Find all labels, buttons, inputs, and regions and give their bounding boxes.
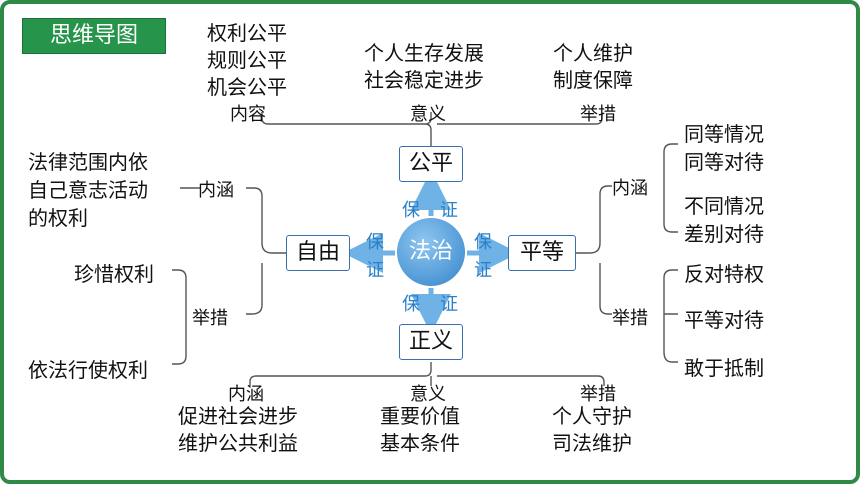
top-neirong-item: 规则公平 — [207, 48, 287, 72]
bottom-jucuo-item: 个人守护 — [552, 404, 632, 428]
right-jucuo-item: 敢于抵制 — [684, 356, 764, 380]
left-brace — [246, 187, 286, 315]
bottom-neihan-label: 内涵 — [228, 384, 264, 405]
top-yiyi-item: 个人生存发展 — [364, 41, 484, 65]
bottom-neihan-item: 促进社会进步 — [178, 404, 298, 428]
bottom-neihan-items: 促进社会进步 维护公共利益 — [178, 403, 298, 457]
bottom-yiyi-items: 重要价值 基本条件 — [380, 403, 460, 457]
top-jucuo-items: 个人维护 制度保障 — [553, 40, 633, 94]
guarantee-label-top-1: 保 — [402, 200, 420, 221]
guarantee-label-left-1: 保 — [366, 232, 384, 253]
left-jucuo-item: 珍惜权利 — [74, 262, 154, 286]
bottom-jucuo-label: 举措 — [580, 384, 616, 405]
right-neihan-item: 不同情况 — [684, 194, 764, 218]
right-neihan-brace — [663, 143, 678, 233]
right-brace — [576, 185, 612, 315]
left-neihan-label: 内涵 — [198, 180, 234, 201]
node-fairness: 公平 — [399, 146, 463, 182]
left-neihan-item: 自己意志活动 — [28, 178, 148, 202]
right-neihan-item: 同等对待 — [684, 150, 764, 174]
guarantee-label-bottom-1: 保 — [402, 294, 420, 315]
left-jucuo-brace — [172, 269, 187, 365]
right-jucuo-brace — [663, 269, 678, 363]
right-neihan-item: 同等情况 — [684, 122, 764, 146]
bottom-jucuo-item: 司法维护 — [552, 431, 632, 455]
right-neihan-group-2: 不同情况 差别对待 — [684, 192, 764, 248]
guarantee-label-right-2: 证 — [474, 260, 492, 281]
bottom-yiyi-item: 重要价值 — [380, 404, 460, 428]
bottom-yiyi-label: 意义 — [410, 384, 446, 405]
right-jucuo-item: 平等对待 — [684, 308, 764, 332]
left-jucuo-item: 依法行使权利 — [28, 358, 148, 382]
top-yiyi-item: 社会稳定进步 — [364, 68, 484, 92]
guarantee-label-top-2: 证 — [440, 200, 458, 221]
page-title: 思维导图 — [22, 18, 166, 54]
left-neihan-item: 的权利 — [28, 206, 88, 230]
center-node: 法治 — [397, 218, 465, 286]
top-neirong-item: 机会公平 — [207, 75, 287, 99]
top-jucuo-label: 举措 — [580, 104, 616, 125]
guarantee-label-left-2: 证 — [366, 260, 384, 281]
left-jucuo-label: 举措 — [192, 308, 228, 329]
node-justice: 正义 — [399, 324, 463, 360]
node-equality: 平等 — [508, 235, 576, 271]
guarantee-label-right-1: 保 — [474, 232, 492, 253]
right-neihan-group-1: 同等情况 同等对待 — [684, 120, 764, 176]
left-neihan-item: 法律范围内依 — [28, 150, 148, 174]
bottom-neihan-item: 维护公共利益 — [178, 431, 298, 455]
top-neirong-label: 内容 — [230, 104, 266, 125]
bottom-jucuo-items: 个人守护 司法维护 — [552, 403, 632, 457]
right-neihan-label: 内涵 — [612, 178, 648, 199]
top-brace — [261, 112, 603, 146]
right-jucuo-label: 举措 — [612, 308, 648, 329]
top-neirong-item: 权利公平 — [207, 21, 287, 45]
top-yiyi-items: 个人生存发展 社会稳定进步 — [364, 40, 484, 94]
top-yiyi-label: 意义 — [410, 104, 446, 125]
top-jucuo-item: 个人维护 — [553, 41, 633, 65]
left-neihan-items: 法律范围内依 自己意志活动 的权利 — [28, 148, 148, 232]
right-jucuo-item: 反对特权 — [684, 262, 764, 286]
bottom-brace — [249, 362, 605, 386]
node-freedom: 自由 — [286, 235, 350, 271]
guarantee-label-bottom-2: 证 — [440, 294, 458, 315]
right-neihan-item: 差别对待 — [684, 222, 764, 246]
bottom-yiyi-item: 基本条件 — [380, 431, 460, 455]
top-jucuo-item: 制度保障 — [553, 68, 633, 92]
top-neirong-items: 权利公平 规则公平 机会公平 — [207, 20, 287, 101]
